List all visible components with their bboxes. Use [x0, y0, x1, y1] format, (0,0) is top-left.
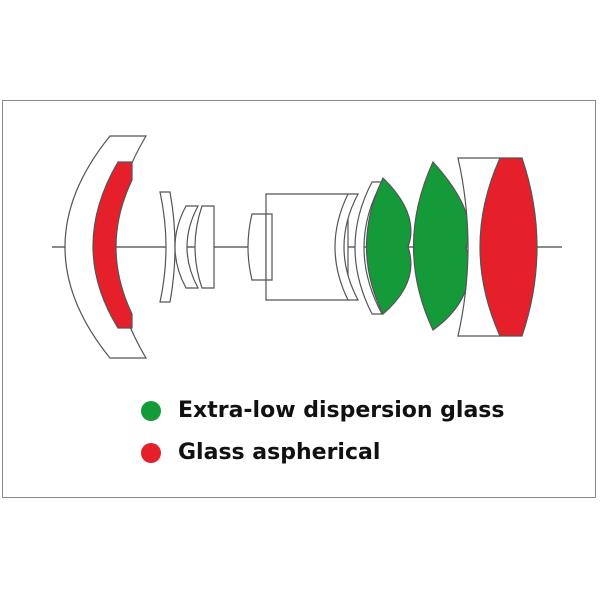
- lens-element-ed-1: [365, 176, 412, 315]
- lens-element-aspherical-front: [92, 161, 133, 329]
- legend-dot-aspherical-glass: [141, 443, 161, 463]
- lens-element-small-meniscus: [194, 205, 215, 289]
- lens-element-block-step: [266, 213, 273, 281]
- lens-element-ed-2: [412, 160, 470, 331]
- lens-element-small-negative: [247, 213, 267, 281]
- lens-element-meniscus-outer: [354, 181, 384, 315]
- lens-element-meniscus-rear: [334, 193, 359, 301]
- legend-label-ed-glass: Extra-low dispersion glass: [178, 398, 505, 423]
- legend-dot-ed-glass: [141, 401, 161, 421]
- legend-label-aspherical-glass: Glass aspherical: [178, 440, 381, 465]
- lens-element-thin-meniscus-2: [174, 205, 200, 289]
- lens-element-aspherical-rear: [479, 157, 538, 337]
- lens-element-thin-meniscus-1: [159, 191, 176, 303]
